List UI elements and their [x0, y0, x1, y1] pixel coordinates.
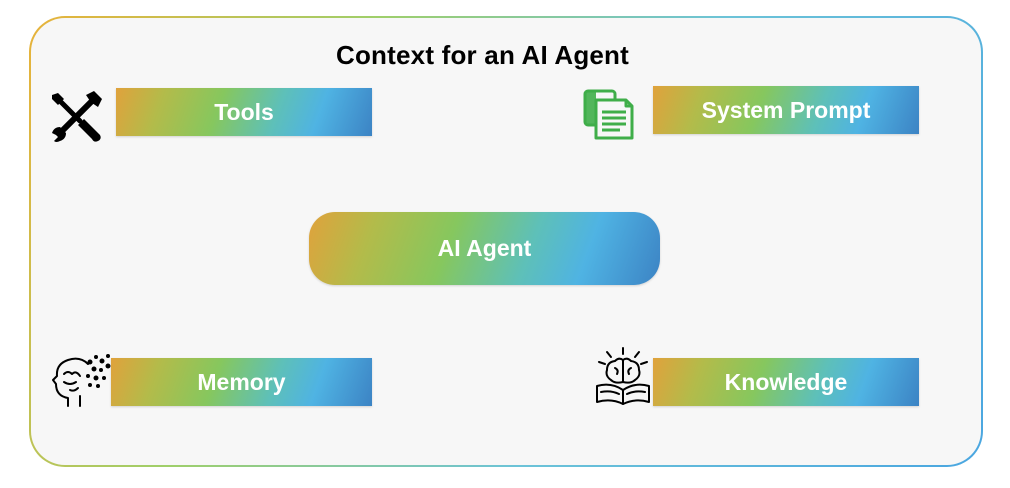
knowledge-node: Knowledge: [653, 358, 919, 406]
brain-book-icon: [593, 346, 653, 408]
system-prompt-label: System Prompt: [701, 96, 871, 123]
wrench-screwdriver-icon: [48, 89, 104, 145]
head-memory-icon: [50, 352, 112, 410]
documents-icon: [582, 88, 636, 142]
tools-label: Tools: [214, 98, 274, 125]
knowledge-label: Knowledge: [724, 368, 848, 395]
diagram-title: Context for an AI Agent: [336, 40, 629, 70]
memory-node: Memory: [111, 358, 372, 406]
system-prompt-node: System Prompt: [653, 86, 919, 134]
ai-agent-node: AI Agent: [309, 212, 660, 285]
memory-label: Memory: [197, 368, 286, 395]
tools-node: Tools: [116, 88, 372, 136]
ai-agent-label: AI Agent: [437, 235, 532, 261]
